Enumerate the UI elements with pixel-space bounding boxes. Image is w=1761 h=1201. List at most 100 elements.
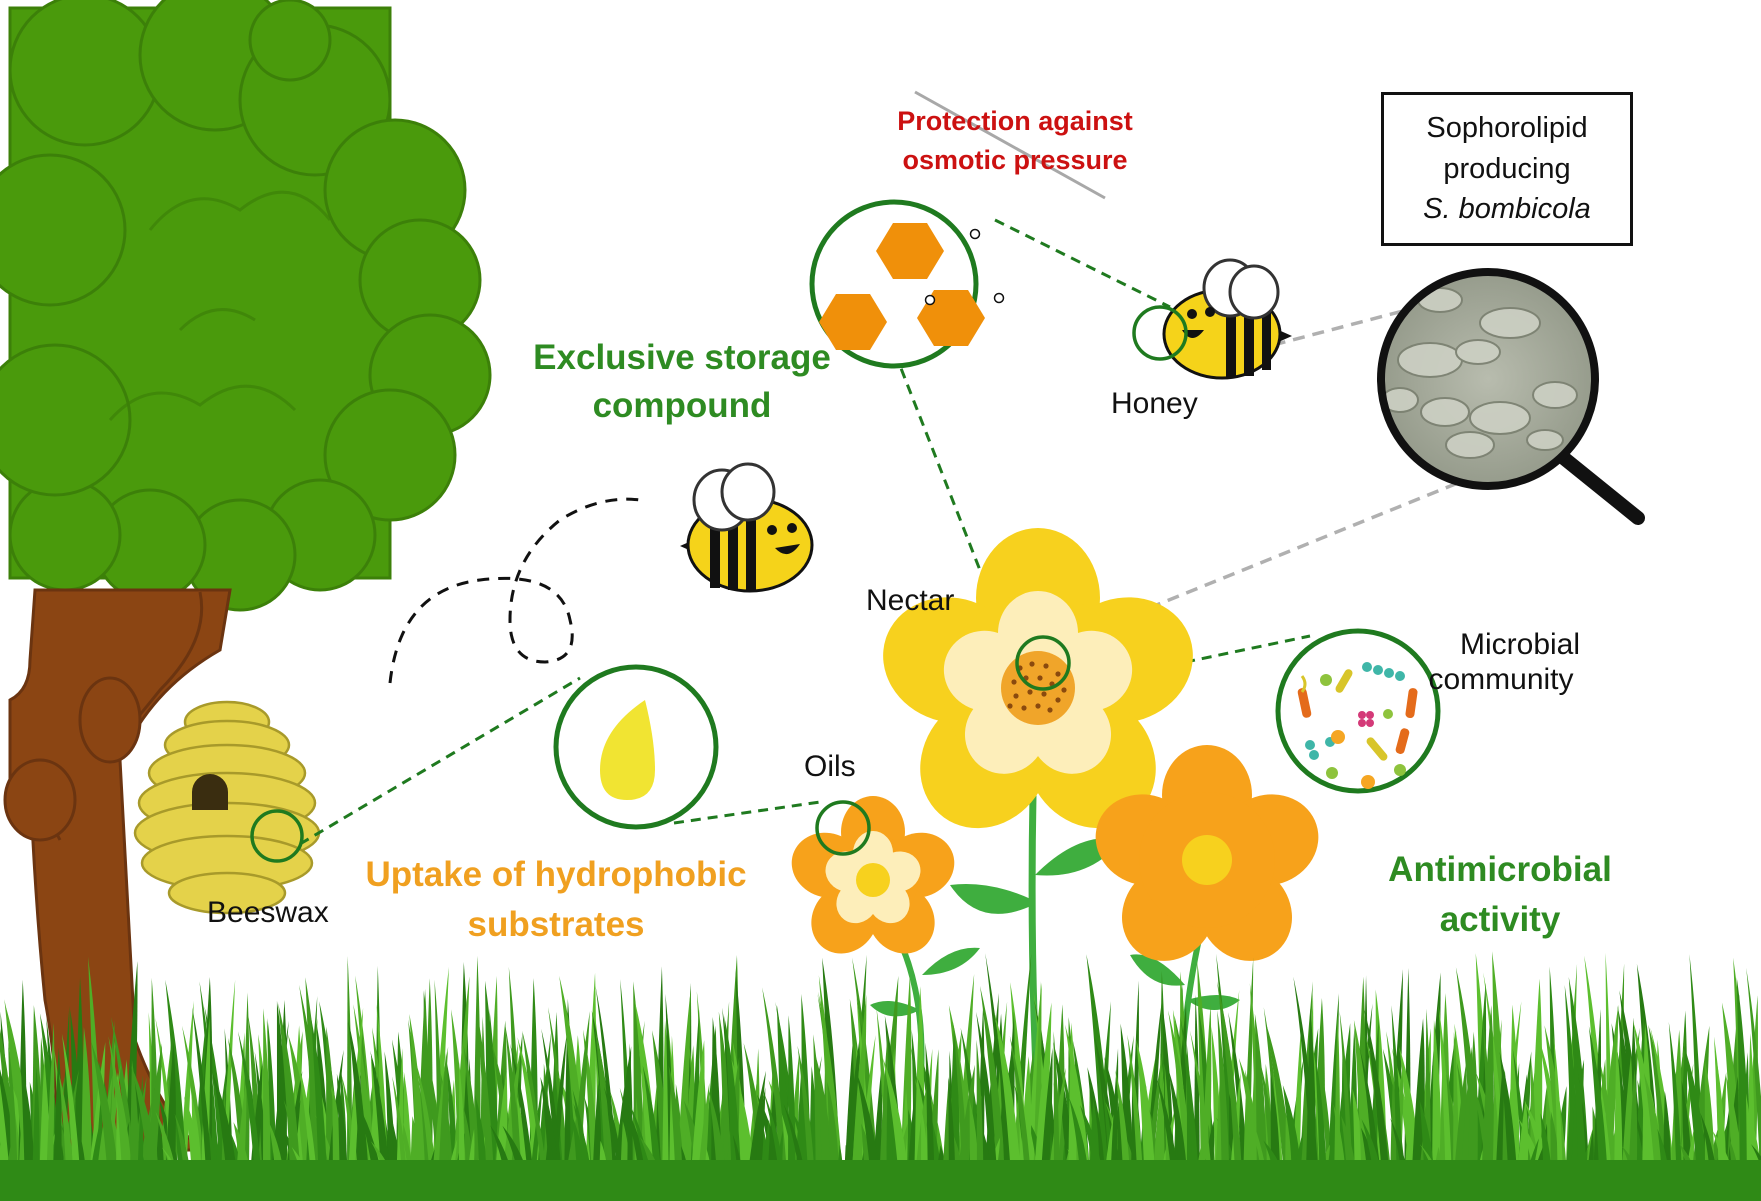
- organism-name: S. bombicola: [1423, 193, 1591, 226]
- grass-blade: [113, 1066, 134, 1190]
- grass-blade: [815, 1054, 834, 1190]
- microbe-callout: [1275, 628, 1441, 794]
- grass-blade: [1467, 1031, 1478, 1190]
- grass-blade: [384, 1051, 397, 1190]
- uptake-line1: Uptake of hydrophobic: [365, 855, 747, 894]
- grass-blade: [39, 1056, 50, 1190]
- grass-blade: [32, 1067, 40, 1190]
- grass-blade: [81, 1026, 92, 1190]
- grass-blade: [1168, 1069, 1189, 1190]
- grass-blade: [976, 1039, 984, 1190]
- grass-blade: [1316, 1060, 1327, 1190]
- grass-blade: [1746, 967, 1761, 1190]
- grass-blade: [595, 985, 619, 1190]
- grass-blade: [818, 991, 844, 1190]
- grass-blade: [1217, 1010, 1230, 1190]
- grass-blade: [1245, 1069, 1259, 1190]
- grass-blade: [724, 1015, 742, 1190]
- grass-blade: [476, 1007, 495, 1190]
- beeswax-label: Beeswax: [207, 896, 329, 929]
- grass-blade: [1053, 1031, 1060, 1190]
- grass-blade: [1411, 1018, 1425, 1190]
- microbial-line2: community: [1428, 662, 1574, 696]
- antimicrobial-function-label: Antimicrobial activity: [1350, 850, 1650, 941]
- indicator-circles: [250, 305, 1188, 863]
- grass-blade: [1115, 1069, 1131, 1190]
- grass-blade: [1110, 1048, 1119, 1190]
- oils-label: Oils: [804, 750, 856, 783]
- grass-blade: [263, 1008, 271, 1190]
- grass-blade: [642, 1065, 663, 1190]
- grass-blade: [976, 1011, 999, 1190]
- flower-icon: [1095, 745, 1319, 961]
- bee-icon: [680, 462, 814, 593]
- grass-blade: [1033, 1002, 1052, 1190]
- grass-blade: [1438, 1004, 1453, 1190]
- grass-blade: [1668, 1021, 1683, 1190]
- grass-blade: [1565, 1043, 1577, 1190]
- grass-blade: [1180, 1016, 1200, 1190]
- grass-blade: [1136, 1039, 1156, 1190]
- grass-blade: [844, 1023, 862, 1190]
- microbial-community-label: Microbial community: [1428, 628, 1581, 697]
- grass-blade: [1009, 1035, 1032, 1190]
- grass-blade: [61, 1033, 81, 1190]
- grass-blade: [311, 1017, 328, 1190]
- grass-blade: [248, 1015, 264, 1190]
- grass-blade: [131, 1065, 162, 1190]
- oil-callout: [553, 664, 719, 830]
- grass-blade: [1751, 1144, 1761, 1167]
- grass-blade: [91, 1041, 120, 1190]
- grass-blade: [953, 1021, 969, 1190]
- grass-base: [0, 1160, 1761, 1201]
- grass-blade: [297, 1057, 319, 1190]
- flower-icon: [883, 528, 1193, 829]
- antimicrobial-line2: activity: [1439, 900, 1561, 940]
- grass-blade: [788, 1015, 796, 1190]
- organism-line2: producing: [1443, 152, 1571, 185]
- magnifier-icon: [1377, 268, 1645, 525]
- bee-flight-path: [388, 497, 641, 684]
- grass-blade: [1327, 993, 1339, 1190]
- grass-blade: [459, 1062, 465, 1190]
- microbial-line1: Microbial: [1460, 628, 1581, 661]
- grass-blade: [851, 1023, 865, 1190]
- grass-blade: [409, 1013, 426, 1190]
- grass-blade: [347, 1008, 364, 1190]
- grass-blade: [668, 1065, 685, 1190]
- uptake-line2: substrates: [467, 905, 645, 945]
- grass-blade: [1432, 1019, 1442, 1190]
- grass-blade: [797, 1045, 816, 1190]
- storage-line2: compound: [592, 386, 772, 426]
- grass-blade: [925, 1042, 935, 1190]
- microbe-icon: [1297, 662, 1418, 789]
- grass-blade: [192, 1007, 213, 1190]
- beehive-icon: [133, 700, 321, 915]
- grass-blade: [110, 1016, 137, 1190]
- grass-blade: [20, 1060, 36, 1190]
- tree-icon: [0, 0, 492, 1152]
- organism-box: Sophorolipid producing S. bombicola: [1381, 92, 1633, 246]
- osmotic-function-label: Protection against osmotic pressure: [880, 106, 1150, 176]
- bee-icon: [1162, 258, 1292, 380]
- grass-blade: [980, 985, 1007, 1190]
- grass: [0, 951, 1761, 1201]
- grass-blade: [1588, 1026, 1609, 1190]
- grass-blade: [813, 1034, 824, 1190]
- grass-blade: [1127, 1034, 1144, 1190]
- oil-drop-icon: [600, 700, 655, 800]
- nectar-label: Nectar: [866, 584, 955, 617]
- organism-line1: Sophorolipid: [1426, 112, 1588, 145]
- grass-blade: [1740, 1052, 1749, 1190]
- grass-blade: [1553, 1035, 1564, 1190]
- grass-blade: [1683, 1043, 1709, 1190]
- grass-blade: [438, 1051, 449, 1190]
- osmotic-line1: Protection against: [897, 106, 1133, 136]
- storage-function-label: Exclusive storage compound: [532, 338, 832, 427]
- grass-blade: [130, 1059, 140, 1190]
- grass-blade: [509, 1043, 535, 1190]
- grass-blade: [1363, 1007, 1391, 1190]
- grass-blade: [882, 1058, 910, 1190]
- grass-blade: [347, 1019, 370, 1190]
